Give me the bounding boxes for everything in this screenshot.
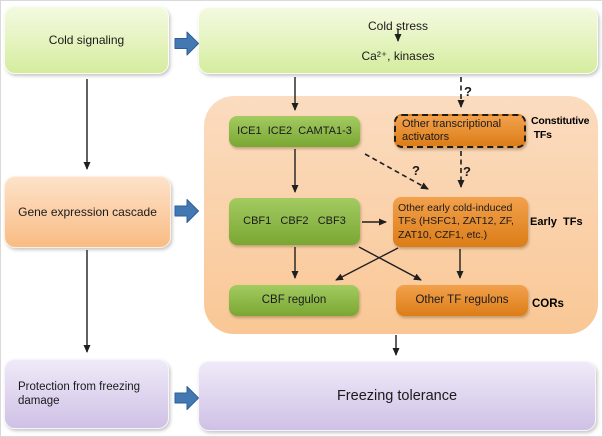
- flow-arrow-right-icon-2: [174, 199, 199, 223]
- protection-from-freezing-box: Protection from freezing damage: [4, 359, 169, 429]
- cold-stress-box: Cold stress Ca²⁺, kinases: [198, 7, 598, 74]
- cold-signaling-box: Cold signaling: [4, 6, 169, 74]
- flow-arrow-right-icon-1: [174, 31, 199, 56]
- other-tf-regulons-box: Other TF regulons: [396, 285, 528, 316]
- question-mark-diagonal: ?: [412, 163, 420, 178]
- constitutive-tfs-label: Constitutive TFs: [531, 115, 590, 141]
- early-tfs-label: Early TFs: [530, 216, 583, 228]
- other-early-cold-induced-tfs-box: Other early cold-induced TFs (HSFC1, ZAT…: [393, 197, 528, 247]
- cbf-box: CBF1 CBF2 CBF3: [229, 198, 360, 245]
- cbf-regulon-box: CBF regulon: [229, 285, 359, 316]
- cold-stress-text: Cold stress: [367, 18, 429, 33]
- gene-expression-cascade-box: Gene expression cascade: [4, 176, 171, 248]
- other-transcriptional-activators-box: Other transcriptional activators: [394, 114, 526, 148]
- question-mark-top: ?: [464, 84, 472, 99]
- ca-kinases-text: Ca²⁺, kinases: [361, 48, 435, 63]
- cors-label: CORs: [532, 298, 564, 310]
- flow-arrow-right-icon-3: [174, 386, 199, 410]
- freezing-tolerance-box: Freezing tolerance: [198, 361, 596, 431]
- ice-camta-box: ICE1 ICE2 CAMTA1-3: [229, 116, 360, 147]
- question-mark-middle: ?: [463, 164, 471, 179]
